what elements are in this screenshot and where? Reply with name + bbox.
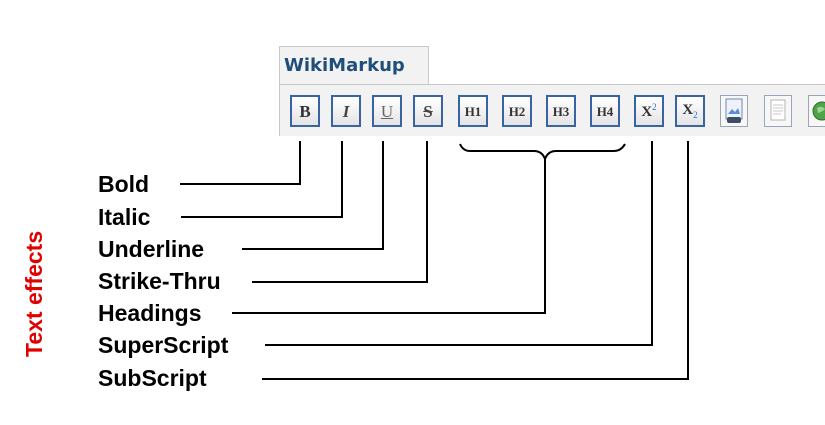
heading-3-button[interactable]: H3 bbox=[546, 95, 576, 127]
italic-icon: I bbox=[342, 101, 350, 121]
strikethrough-button[interactable]: S bbox=[413, 95, 443, 127]
document-icon-button[interactable] bbox=[764, 95, 792, 127]
italic-button[interactable]: I bbox=[331, 95, 361, 127]
globe-icon-button[interactable] bbox=[808, 95, 825, 127]
headings-leader-line bbox=[232, 159, 546, 314]
underline-leader-line bbox=[242, 141, 384, 250]
subscript-button[interactable]: X2 bbox=[675, 95, 705, 127]
superscript-button[interactable]: X2 bbox=[634, 95, 664, 127]
label-headings: Headings bbox=[98, 300, 202, 326]
document-icon bbox=[770, 99, 786, 121]
strike-thru-leader-line bbox=[252, 141, 428, 283]
image-icon bbox=[725, 98, 743, 123]
heading-4-button[interactable]: H4 bbox=[590, 95, 620, 127]
subscript-mark: 2 bbox=[693, 109, 698, 120]
headings-brace bbox=[459, 143, 626, 162]
subscript-base: X bbox=[682, 101, 694, 118]
subscript-leader-line bbox=[262, 141, 689, 380]
label-superscript: SuperScript bbox=[98, 332, 229, 358]
label-underline: Underline bbox=[98, 236, 205, 262]
globe-icon bbox=[812, 101, 825, 121]
heading-2-button[interactable]: H2 bbox=[502, 95, 532, 127]
italic-leader-line bbox=[181, 141, 343, 218]
markup-toolbar: B I U S H1 H2 H3 H4 X2 X2 bbox=[279, 84, 825, 136]
underline-button[interactable]: U bbox=[372, 95, 402, 127]
label-bold: Bold bbox=[98, 171, 150, 197]
underline-icon: U bbox=[380, 101, 394, 121]
superscript-leader-line bbox=[265, 141, 653, 346]
superscript-icon: X2 bbox=[641, 101, 657, 120]
bold-icon: B bbox=[299, 101, 311, 121]
image-icon-button[interactable] bbox=[720, 95, 748, 127]
label-subscript: SubScript bbox=[98, 365, 207, 391]
label-italic: Italic bbox=[98, 204, 151, 230]
tab-title: WikiMarkup bbox=[284, 55, 405, 76]
strikethrough-icon: S bbox=[423, 101, 433, 121]
label-strike-thru: Strike-Thru bbox=[98, 268, 221, 294]
wikimarkup-tab[interactable]: WikiMarkup bbox=[279, 46, 429, 84]
heading-4-icon: H4 bbox=[596, 103, 614, 119]
text-effects-label: Text effects bbox=[21, 230, 47, 357]
superscript-mark: 2 bbox=[652, 101, 657, 112]
superscript-base: X bbox=[641, 103, 653, 120]
heading-2-icon: H2 bbox=[508, 103, 526, 119]
bold-leader-line bbox=[180, 141, 301, 185]
heading-3-icon: H3 bbox=[552, 103, 570, 119]
heading-1-button[interactable]: H1 bbox=[458, 95, 488, 127]
heading-1-icon: H1 bbox=[464, 103, 482, 119]
bold-button[interactable]: B bbox=[290, 95, 320, 127]
subscript-icon: X2 bbox=[682, 101, 698, 120]
